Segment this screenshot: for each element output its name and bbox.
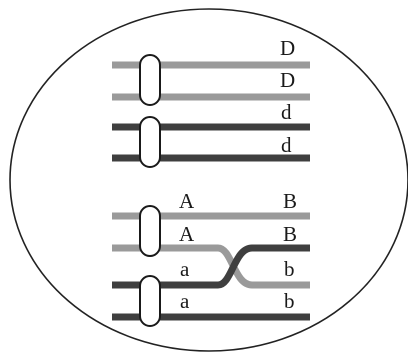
top-homologous-pair: D D d d <box>112 36 310 168</box>
top-label-4: d <box>281 133 292 157</box>
bottom-right-label-4: b <box>284 289 295 313</box>
bottom-right-label-2: B <box>283 222 297 246</box>
bottom-centromere-lower <box>139 275 161 327</box>
bottom-homologous-pair: A A a a B B b b <box>112 189 310 327</box>
top-label-2: D <box>280 68 295 92</box>
bottom-chromatid-3 <box>112 244 310 289</box>
bottom-left-label-3: a <box>180 257 190 281</box>
top-centromere-upper <box>139 54 161 106</box>
bottom-left-label-1: A <box>179 189 195 213</box>
bottom-centromere-upper <box>139 205 161 257</box>
bottom-right-label-1: B <box>283 189 297 213</box>
bottom-left-label-2: A <box>179 222 195 246</box>
cell-membrane <box>9 8 408 352</box>
top-label-1: D <box>280 36 295 60</box>
top-label-3: d <box>281 100 292 124</box>
bottom-left-label-4: a <box>180 289 190 313</box>
bottom-right-label-3: b <box>284 257 295 281</box>
top-centromere-lower <box>139 116 161 168</box>
